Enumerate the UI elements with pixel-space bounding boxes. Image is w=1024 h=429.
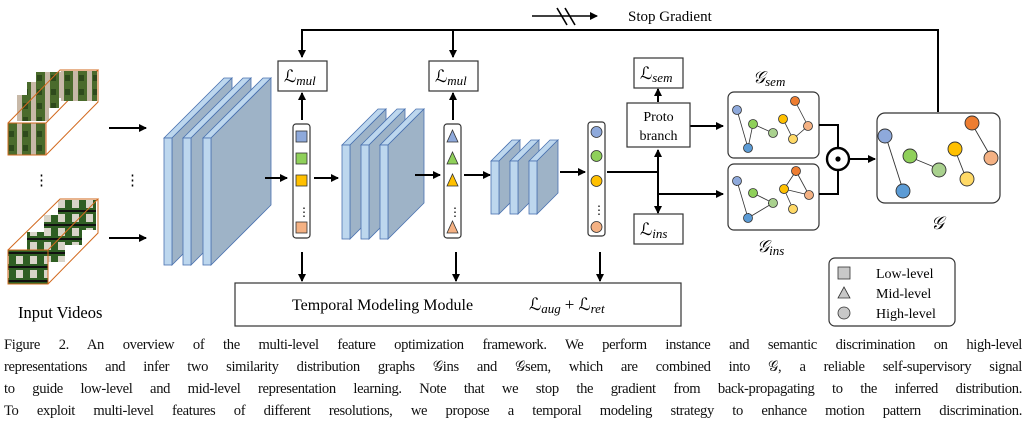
graph-combined [876,112,1001,204]
graph-node [748,119,758,129]
encoder-slab [379,144,389,240]
loss-ins: ℒins [640,220,667,241]
input-videos-label: Input Videos [18,303,102,322]
legend-label-high: High-level [876,307,936,322]
legend-circle-icon [837,306,851,320]
feature-circle-green [590,150,603,162]
caption-line: To exploit multi-level features of diffe… [4,403,1022,419]
proto-branch-line1: Proto [643,110,673,125]
loss-mul-2: ℒmul [435,67,467,88]
caption-line: representations and infer two similarity… [4,359,1022,375]
loss-mul-box-2 [428,60,479,92]
arrows-ellipsis: ⋮ [125,173,140,189]
graph-node [790,96,800,106]
legend-triangle-icon [837,286,851,299]
feature-square-yellow [295,174,308,187]
encoder-slab [528,160,538,215]
caption-line: Figure 2. An overview of the multi-level… [4,337,1022,353]
feature-vector-high-level: ⋮ [587,121,606,237]
input-video-bottom [7,198,100,285]
loss-sem: ℒsem [640,64,672,85]
graph-combined-label: 𝒢 [931,213,947,233]
graph-ins [727,163,820,231]
feature-circle-yellow [590,175,603,187]
loss-mul-1: ℒmul [284,67,316,88]
encoder-slab [509,160,519,215]
legend-label-mid: Mid-level [876,287,931,302]
encoder-slab [202,137,212,266]
stop-gradient-path: Stop Gradient [298,7,939,112]
graph-sem [727,91,820,159]
graph-node [964,115,980,131]
graph-node [803,121,813,131]
feature-triangle-blue [446,129,459,143]
graph-node [779,184,789,194]
graph-sem-label: 𝒢sem [753,68,785,89]
proto-branch-line2: branch [639,129,677,144]
loss-sem-box [633,57,684,89]
feature-vector-low-level: ⋮ [292,123,311,239]
graph-node [983,150,999,166]
proto-branch-box [626,102,691,148]
legend: Low-level Mid-level High-level [828,257,956,327]
graph-node [931,162,947,178]
graph-node [732,105,742,115]
graph-node [732,176,742,186]
encoder-slab [182,137,192,266]
combine-operator [819,124,876,195]
loss-mul-box-1 [277,60,328,92]
svg-text:⋮: ⋮ [593,203,605,217]
graph-node [959,171,975,187]
feature-square-green [295,152,308,165]
encoder-stage-3 [490,139,559,215]
legend-square-icon [837,266,851,280]
graph-node [902,148,918,164]
feature-square-orange [295,221,308,234]
feature-circle-blue [590,126,603,138]
graph-node [804,190,814,200]
legend-label-low: Low-level [876,267,934,282]
encoder-slab [360,144,370,240]
graph-node [768,128,778,138]
graph-ins-label: 𝒢ins [757,237,784,258]
feature-circle-orange [590,221,603,233]
feature-vector-mid-level: ⋮ [443,123,462,239]
graph-node [791,166,801,176]
graph-node [743,143,753,153]
loss-ins-box [633,213,684,245]
encoder-slab [490,160,500,215]
graph-node [788,204,798,214]
feature-triangle-yellow [446,173,459,187]
graph-node [895,183,911,199]
encoder-slab [163,137,173,266]
framework-diagram: Stop Gradient ⋮ ⋮ Input Videos ⋮ ℒmul [7,7,1001,327]
high-level-branches [607,88,724,214]
feature-triangle-green [446,151,459,165]
svg-text:⋮: ⋮ [449,205,461,219]
figure-caption: Figure 2. An overview of the multi-level… [4,334,1022,422]
graph-node [778,114,788,124]
feature-triangle-orange [446,220,459,234]
graph-node [743,213,753,223]
graph-node [768,198,778,208]
stop-gradient-label: Stop Gradient [628,9,713,25]
svg-text:⋮: ⋮ [298,205,310,219]
temporal-losses: ℒaug+ℒret [529,295,605,316]
temporal-modeling-module [234,282,682,327]
stop-slash-icon [556,7,568,26]
temporal-module-label: Temporal Modeling Module [292,297,473,314]
graph-node [877,128,893,144]
encoder-slab [341,144,351,240]
graph-node [748,188,758,198]
input-video-top [7,69,100,156]
graph-node [947,141,963,157]
videos-ellipsis: ⋮ [34,173,49,189]
graph-node [788,134,798,144]
encoder-stage-1 [163,77,272,266]
feature-square-blue [295,130,308,143]
encoder-stage-2 [341,108,425,240]
caption-line: to guide low-level and mid-level represe… [4,381,1022,397]
